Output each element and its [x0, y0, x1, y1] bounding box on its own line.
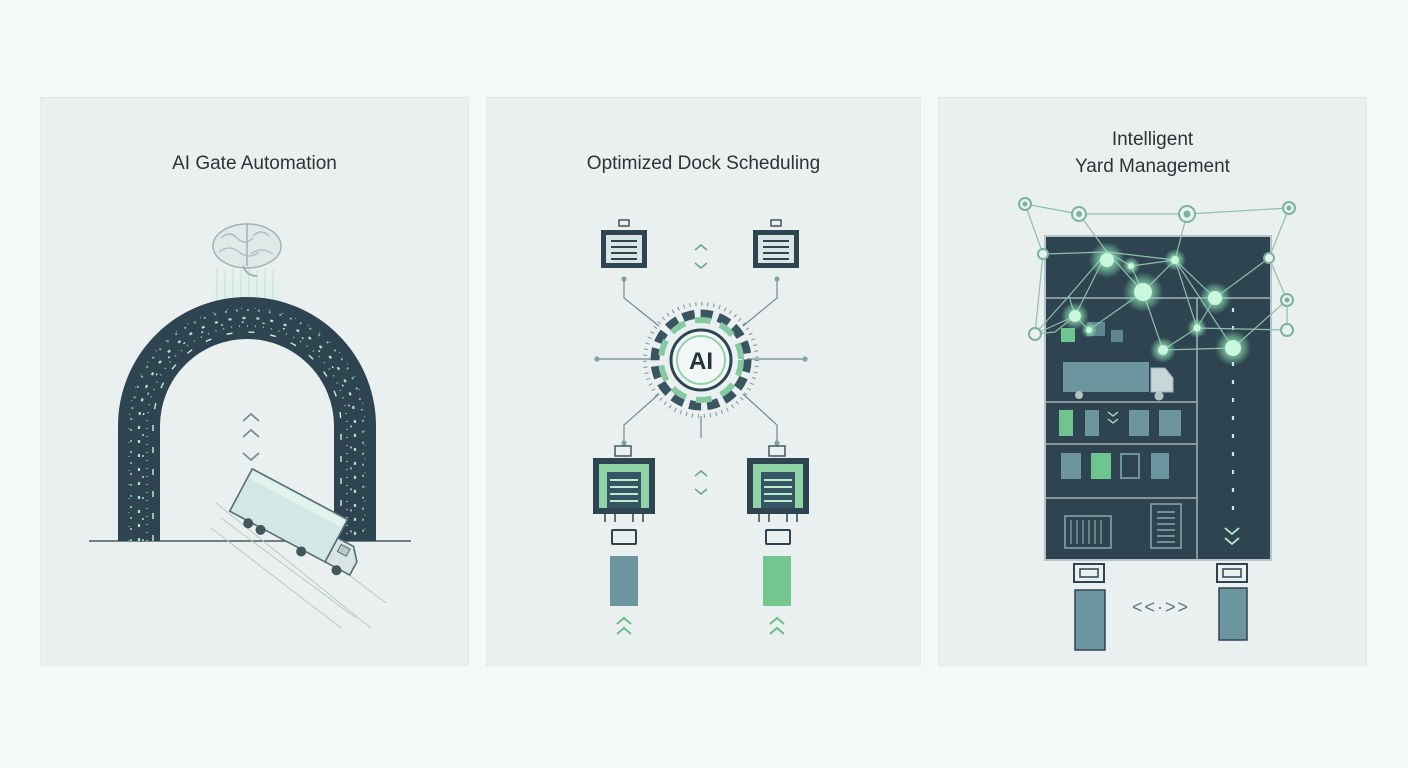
gate-post-right — [1216, 563, 1248, 641]
panel-title: Intelligent Yard Management — [939, 126, 1366, 180]
lower-bays — [1064, 503, 1182, 549]
panel-dock-scheduling: Optimized Dock Scheduling — [487, 98, 920, 665]
glowing-nodes — [1061, 242, 1251, 366]
ai-gear-icon: AI — [643, 302, 759, 418]
title-line-2: Yard Management — [1075, 156, 1230, 177]
brain-icon — [212, 223, 282, 277]
dock-bay-left — [593, 445, 655, 606]
chevron-icons — [242, 412, 260, 462]
dock-icon-top-right — [753, 219, 799, 268]
dock-icon-top-left — [601, 219, 647, 268]
truck-icon — [228, 467, 358, 577]
connector-lines — [599, 281, 803, 442]
hub-label: AI — [689, 348, 713, 375]
yard-map: <<·>> — [1018, 197, 1296, 651]
dock-bay-right — [747, 445, 809, 606]
chevron-icons — [1107, 411, 1119, 424]
panel-ai-gate-automation: AI Gate Automation — [41, 98, 468, 665]
truck-icon — [1063, 362, 1174, 401]
chevron-up-icons — [616, 616, 785, 635]
connector-dots — [594, 276, 808, 446]
gate-illustration — [89, 223, 411, 629]
network-node-icons — [1018, 197, 1296, 341]
lane-symbol: <<·>> — [1132, 597, 1190, 617]
dock-diagram: AI — [593, 219, 809, 635]
parking-blocks — [1059, 322, 1181, 479]
panel-title: AI Gate Automation — [172, 153, 337, 174]
panel-yard-management: Intelligent Yard Management — [939, 98, 1366, 665]
gate-arch — [118, 297, 376, 541]
gate-post-left — [1073, 563, 1106, 651]
panel-title: Optimized Dock Scheduling — [586, 153, 821, 174]
chevron-icons — [694, 244, 708, 495]
yard-dividers — [1045, 297, 1271, 560]
title-line-1: Intelligent — [1111, 129, 1194, 150]
chevron-down-icon — [1224, 527, 1240, 546]
